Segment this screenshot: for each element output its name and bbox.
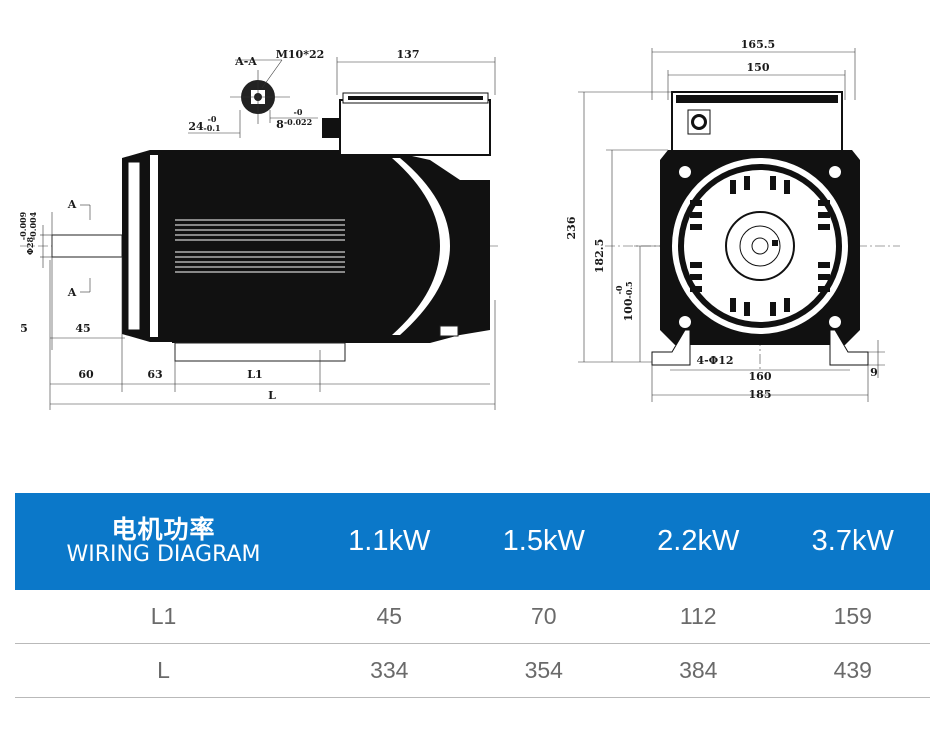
front-foot-left xyxy=(651,329,691,366)
motor-technical-drawing: 137 A-A M10*22 24 -0 -0.1 8 -0 -0.022 Φ2… xyxy=(18,38,900,410)
header-title: 电机功率 WIRING DIAGRAM xyxy=(15,514,312,568)
shaft-tol-top: -0.009 xyxy=(18,211,28,240)
table-cell: 45 xyxy=(376,603,403,629)
key-width-tol-top: -0 xyxy=(294,107,303,117)
dim-shaft-diameter: Φ28 xyxy=(25,237,35,256)
header-title-cn: 电机功率 xyxy=(111,514,216,544)
header-power: 1.5kW xyxy=(502,525,585,557)
dim-width-inner: 150 xyxy=(747,61,770,74)
section-label: A-A xyxy=(234,55,257,68)
dim-width-outer: 165.5 xyxy=(741,38,775,51)
section-a-a xyxy=(230,70,290,124)
connector xyxy=(322,118,340,138)
header-power: 3.7kW xyxy=(811,525,894,557)
dim-total-height: 236 xyxy=(565,216,578,239)
hole-spec: 4-Φ12 xyxy=(696,354,733,367)
table-cell: 354 xyxy=(524,657,563,683)
cut-mark-bottom: A xyxy=(67,286,77,299)
dim-shaft-length: 45 xyxy=(75,322,90,335)
table-cell: 112 xyxy=(679,603,717,629)
table-row: L1 45 70 112 159 xyxy=(15,590,930,644)
motor-body xyxy=(172,150,397,343)
dim-60: 60 xyxy=(78,368,94,381)
front-view: 165.5 150 236 182.5 100 -0 -0.5 4-Φ12 16… xyxy=(565,38,900,402)
fan-cover-slots xyxy=(690,176,830,316)
dim-shaft-offset: 5 xyxy=(20,322,28,335)
dim-l: L xyxy=(268,389,276,402)
base-tol-bot: -0.5 xyxy=(624,281,634,298)
dim-foot-spacing: 160 xyxy=(749,370,772,383)
dim-center-height: 182.5 xyxy=(593,239,606,273)
header-title-en: WIRING DIAGRAM xyxy=(66,542,261,568)
header-power: 1.1kW xyxy=(348,525,431,557)
side-view: 137 A-A M10*22 24 -0 -0.1 8 -0 -0.022 Φ2… xyxy=(18,48,500,410)
header-power: 2.2kW xyxy=(657,525,740,557)
dim-terminal-box-width: 137 xyxy=(397,48,420,61)
table-cell: 159 xyxy=(833,603,872,629)
mounting-foot xyxy=(174,342,346,362)
spec-table: 电机功率 WIRING DIAGRAM 1.1kW 1.5kW 2.2kW 3.… xyxy=(15,493,930,698)
terminal-box xyxy=(339,99,491,156)
base-tol-top: -0 xyxy=(614,285,624,294)
shaft xyxy=(51,234,123,258)
table-cell: 439 xyxy=(833,657,872,683)
dim-foot-width: 185 xyxy=(749,388,772,401)
dim-key-depth: 24 xyxy=(188,120,204,133)
table-row: L 334 354 384 439 xyxy=(15,644,930,698)
dim-l1: L1 xyxy=(247,368,262,381)
dim-base-height: 100 xyxy=(622,298,635,321)
table-cell: 334 xyxy=(370,657,409,683)
table-cell: 384 xyxy=(679,657,718,683)
cooling-fins xyxy=(175,219,345,273)
row-label: L1 xyxy=(150,603,177,629)
table-cell: 70 xyxy=(530,603,557,629)
row-label: L xyxy=(157,657,170,683)
dim-key-width: 8 xyxy=(276,118,284,131)
key-width-tol-bot: -0.022 xyxy=(284,117,312,127)
key-depth-tol-top: -0 xyxy=(208,114,217,124)
front-flange xyxy=(385,150,490,343)
shaft-tol-bot: -0.004 xyxy=(28,211,38,240)
cut-mark-top: A xyxy=(67,198,77,211)
table-header: 电机功率 WIRING DIAGRAM 1.1kW 1.5kW 2.2kW 3.… xyxy=(15,493,930,590)
dim-foot-thickness: 9 xyxy=(870,366,878,379)
dim-63: 63 xyxy=(147,368,162,381)
thread-label: M10*22 xyxy=(276,48,325,61)
key-depth-tol-bot: -0.1 xyxy=(203,123,220,133)
